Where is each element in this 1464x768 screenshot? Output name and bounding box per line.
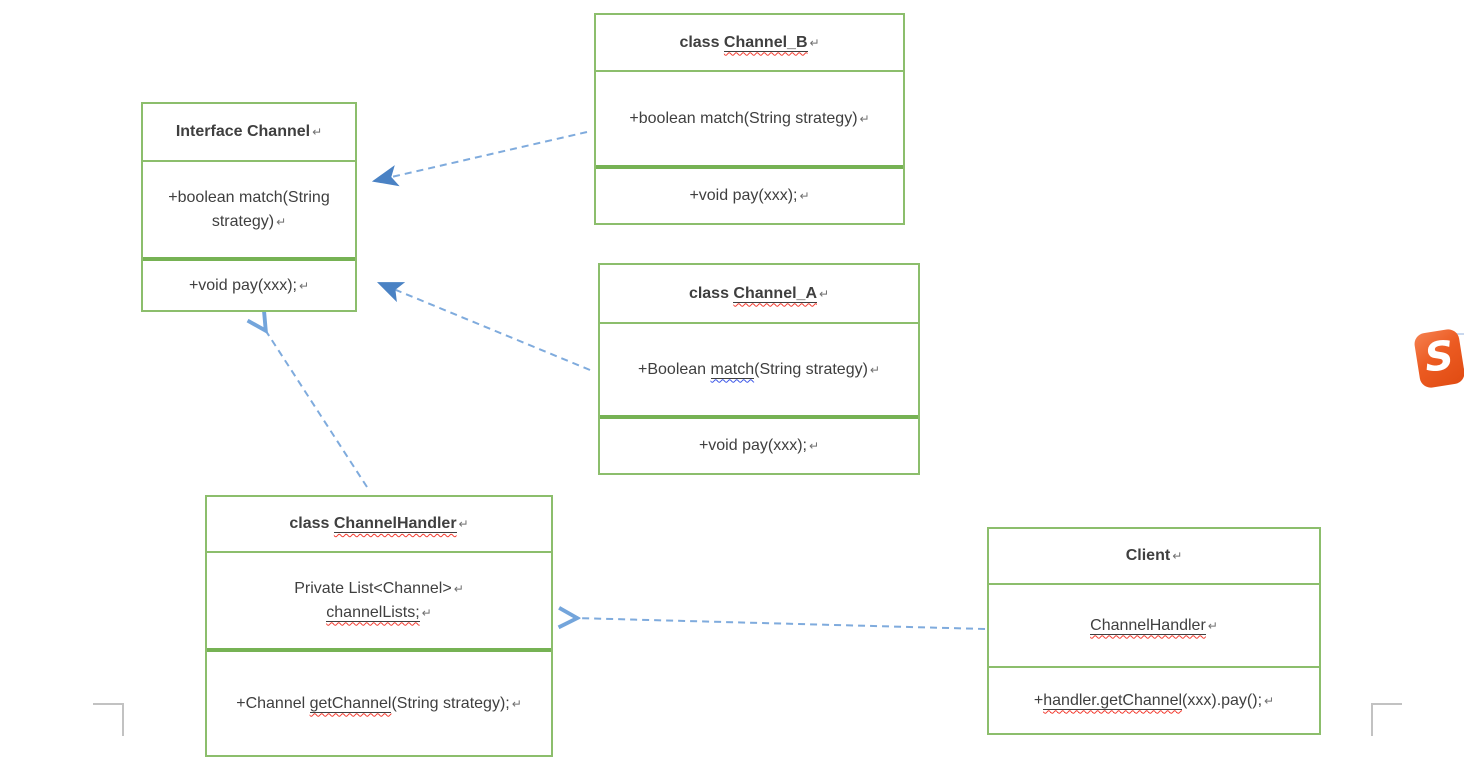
method-text: +handler.getChannel(xxx).pay();↵ (1033, 691, 1275, 710)
box-field-row: ChannelHandler↵ (989, 583, 1319, 666)
paragraph-mark: ↵ (799, 189, 810, 203)
spellchecked-word: getChannel (309, 694, 392, 713)
s-logo-letter: S (1422, 332, 1457, 381)
box-method-match-row: +boolean match(String strategy)↵ (596, 70, 903, 165)
arrow-channel-a-to-interface-channel[interactable] (376, 282, 591, 371)
title-text: class ChannelHandler↵ (289, 515, 469, 533)
box-method-getchannel-row: +Channel getChannel(String strategy);↵ (207, 648, 551, 755)
arrow-channel-b-to-interface-channel[interactable] (371, 131, 588, 187)
page-margin-mark-bottom-left (93, 703, 124, 736)
paragraph-mark: ↵ (819, 286, 830, 301)
method-text: +void pay(xxx);↵ (188, 276, 310, 294)
class-name-text: Channel_A (733, 284, 817, 303)
paragraph-mark: ↵ (276, 214, 287, 229)
paragraph-mark: ↵ (808, 439, 820, 453)
method-text: +void pay(xxx);↵ (698, 437, 820, 454)
page-margin-mark-bottom-right (1371, 703, 1402, 736)
paragraph-mark: ↵ (453, 581, 464, 596)
class-box-channel-handler[interactable]: class ChannelHandler↵ Private List<Chann… (205, 495, 553, 757)
paragraph-mark: ↵ (1207, 618, 1218, 633)
field-text: channelLists;↵ (326, 601, 432, 625)
box-title-row: class Channel_A↵ (600, 265, 918, 322)
box-method-match-row: +Boolean match(String strategy)↵ (600, 322, 918, 415)
paragraph-mark: ↵ (421, 605, 432, 620)
class-box-interface-channel[interactable]: Interface Channel↵ +boolean match(String… (141, 102, 357, 312)
title-text: class Channel_B↵ (679, 33, 820, 52)
class-box-client[interactable]: Client↵ ChannelHandler↵ +handler.getChan… (987, 527, 1321, 735)
class-box-channel-a[interactable]: class Channel_A↵ +Boolean match(String s… (598, 263, 920, 475)
paragraph-mark: ↵ (1172, 549, 1183, 563)
paragraph-mark: ↵ (511, 696, 522, 711)
box-method-match-row: +boolean match(String strategy)↵ (143, 160, 355, 257)
field-text: ChannelHandler↵ (1090, 614, 1218, 638)
box-title-row: class ChannelHandler↵ (207, 497, 551, 551)
box-title-row: class Channel_B↵ (596, 15, 903, 70)
title-text: class Channel_A↵ (688, 284, 830, 303)
paragraph-mark: ↵ (869, 362, 880, 377)
title-text: Client↵ (1125, 547, 1183, 564)
box-title-row: Client↵ (989, 529, 1319, 583)
paragraph-mark: ↵ (312, 125, 323, 139)
paragraph-mark: ↵ (298, 278, 310, 293)
arrow-channel-handler-to-interface-channel[interactable] (264, 328, 368, 488)
method-text: +boolean match(String (168, 188, 330, 206)
box-call-row: +handler.getChannel(xxx).pay();↵ (989, 666, 1319, 733)
paragraph-mark: ↵ (859, 111, 870, 126)
method-text: +boolean match(String strategy)↵ (629, 109, 870, 127)
arrow-client-to-channel-handler[interactable] (574, 618, 986, 630)
box-method-pay-row: +void pay(xxx);↵ (143, 257, 355, 310)
field-text: Private List<Channel>↵ (294, 579, 464, 597)
method-text: +void pay(xxx);↵ (689, 187, 810, 204)
paragraph-mark: ↵ (809, 35, 820, 50)
box-method-pay-row: +void pay(xxx);↵ (596, 165, 903, 223)
s-logo-badge[interactable]: S (1412, 327, 1464, 390)
method-text: +Boolean match(String strategy)↵ (638, 360, 880, 379)
method-text: +Channel getChannel(String strategy);↵ (236, 694, 522, 713)
box-method-pay-row: +void pay(xxx);↵ (600, 415, 918, 473)
paragraph-mark: ↵ (1264, 693, 1275, 708)
box-field-row: Private List<Channel>↵ channelLists;↵ (207, 551, 551, 648)
spellchecked-word: match (710, 360, 755, 379)
spellchecked-word: ChannelHandler (1090, 616, 1206, 635)
box-title-row: Interface Channel↵ (143, 104, 355, 160)
class-box-channel-b[interactable]: class Channel_B↵ +boolean match(String s… (594, 13, 905, 225)
spellchecked-word: handler.getChannel (1043, 691, 1183, 710)
class-name-text: Channel_B (723, 33, 808, 52)
paragraph-mark: ↵ (458, 517, 469, 531)
spellchecked-word: channelLists; (326, 603, 420, 622)
method-text: strategy)↵ (211, 212, 287, 230)
class-name-text: ChannelHandler (333, 515, 457, 533)
title-text: Interface Channel↵ (175, 123, 323, 140)
